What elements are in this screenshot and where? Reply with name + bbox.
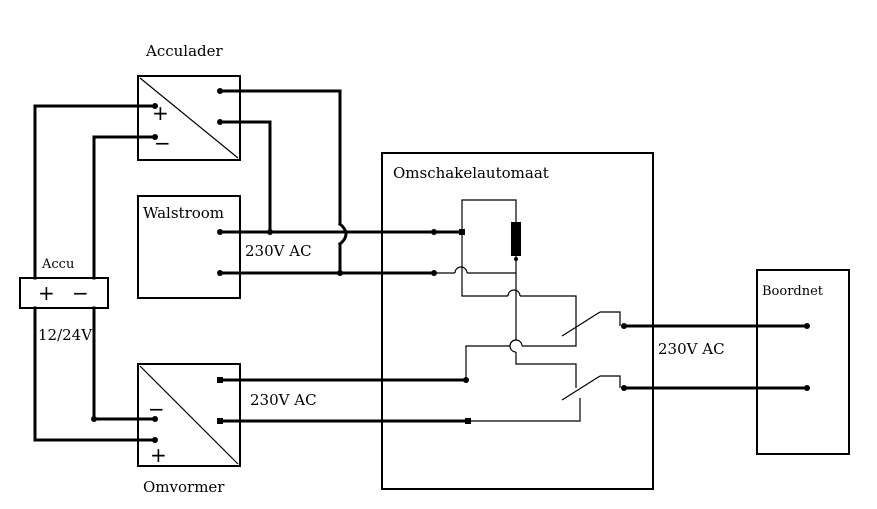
inverter-voltage-label: 230V AC bbox=[250, 391, 317, 409]
battery-voltage-label: 12/24V bbox=[38, 326, 93, 344]
charger-label: Acculader bbox=[145, 42, 224, 60]
onboard-grid-label: Boordnet bbox=[762, 284, 824, 299]
charger-minus-symbol: − bbox=[154, 131, 171, 155]
inverter-label: Omvormer bbox=[143, 478, 225, 496]
transfer-switch-box: Omschakelautomaat bbox=[381, 152, 654, 490]
inverter-wiring bbox=[217, 377, 471, 424]
battery-label: Accu bbox=[41, 257, 74, 272]
output-voltage-label: 230V AC bbox=[658, 340, 725, 358]
shore-power-label: Walstroom bbox=[143, 204, 224, 222]
inverter-box: − + bbox=[137, 363, 241, 467]
inverter-plus-symbol: + bbox=[150, 443, 167, 467]
battery-plus-symbol: + bbox=[38, 281, 55, 305]
battery-minus-symbol: − bbox=[72, 281, 89, 305]
onboard-grid-box: Boordnet bbox=[756, 269, 850, 455]
battery-wiring bbox=[33, 103, 158, 443]
shore-power-box: Walstroom bbox=[137, 195, 241, 299]
shore-voltage-label: 230V AC bbox=[245, 242, 312, 260]
transfer-switch-label: Omschakelautomaat bbox=[393, 164, 549, 182]
inverter-minus-symbol: − bbox=[148, 397, 165, 421]
charger-box: + − bbox=[137, 75, 241, 161]
transfer-internal-wiring bbox=[434, 199, 621, 422]
battery-box: + − bbox=[19, 277, 109, 309]
output-wiring bbox=[621, 323, 810, 391]
